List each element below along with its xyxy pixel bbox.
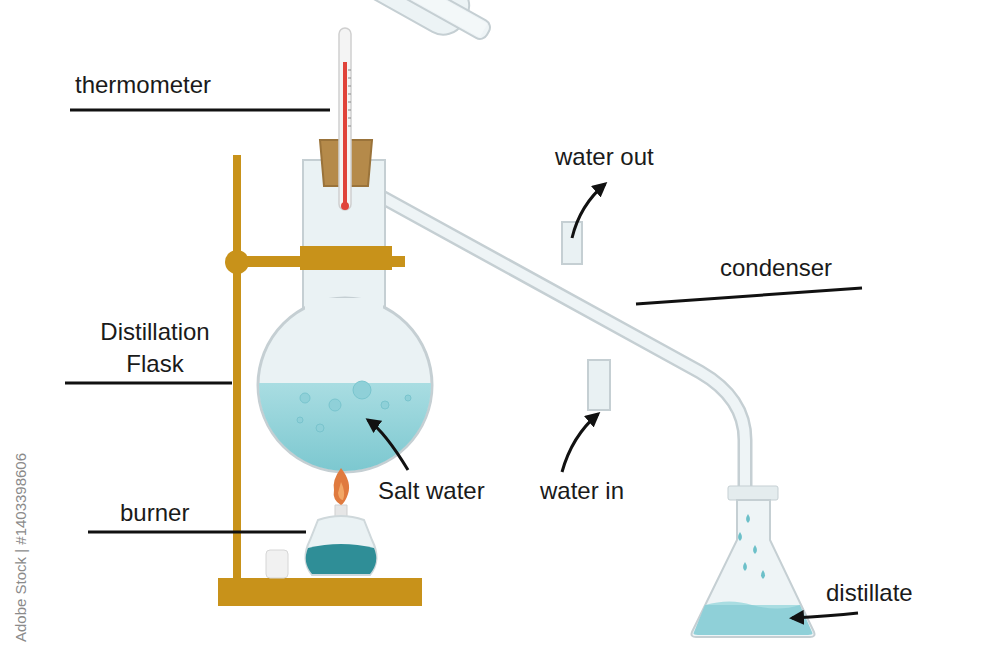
watermark: Adobe Stock | #1403398606 (12, 453, 30, 642)
part-label: water in (540, 476, 624, 506)
part-label: burner (120, 498, 189, 528)
part-label: thermometer (75, 70, 211, 100)
part-label: condenser (720, 253, 832, 283)
part-label: Distillation Flask (70, 316, 240, 380)
part-label: Salt water (378, 476, 485, 506)
part-label: water out (555, 142, 654, 172)
part-label: distillate (826, 578, 913, 608)
